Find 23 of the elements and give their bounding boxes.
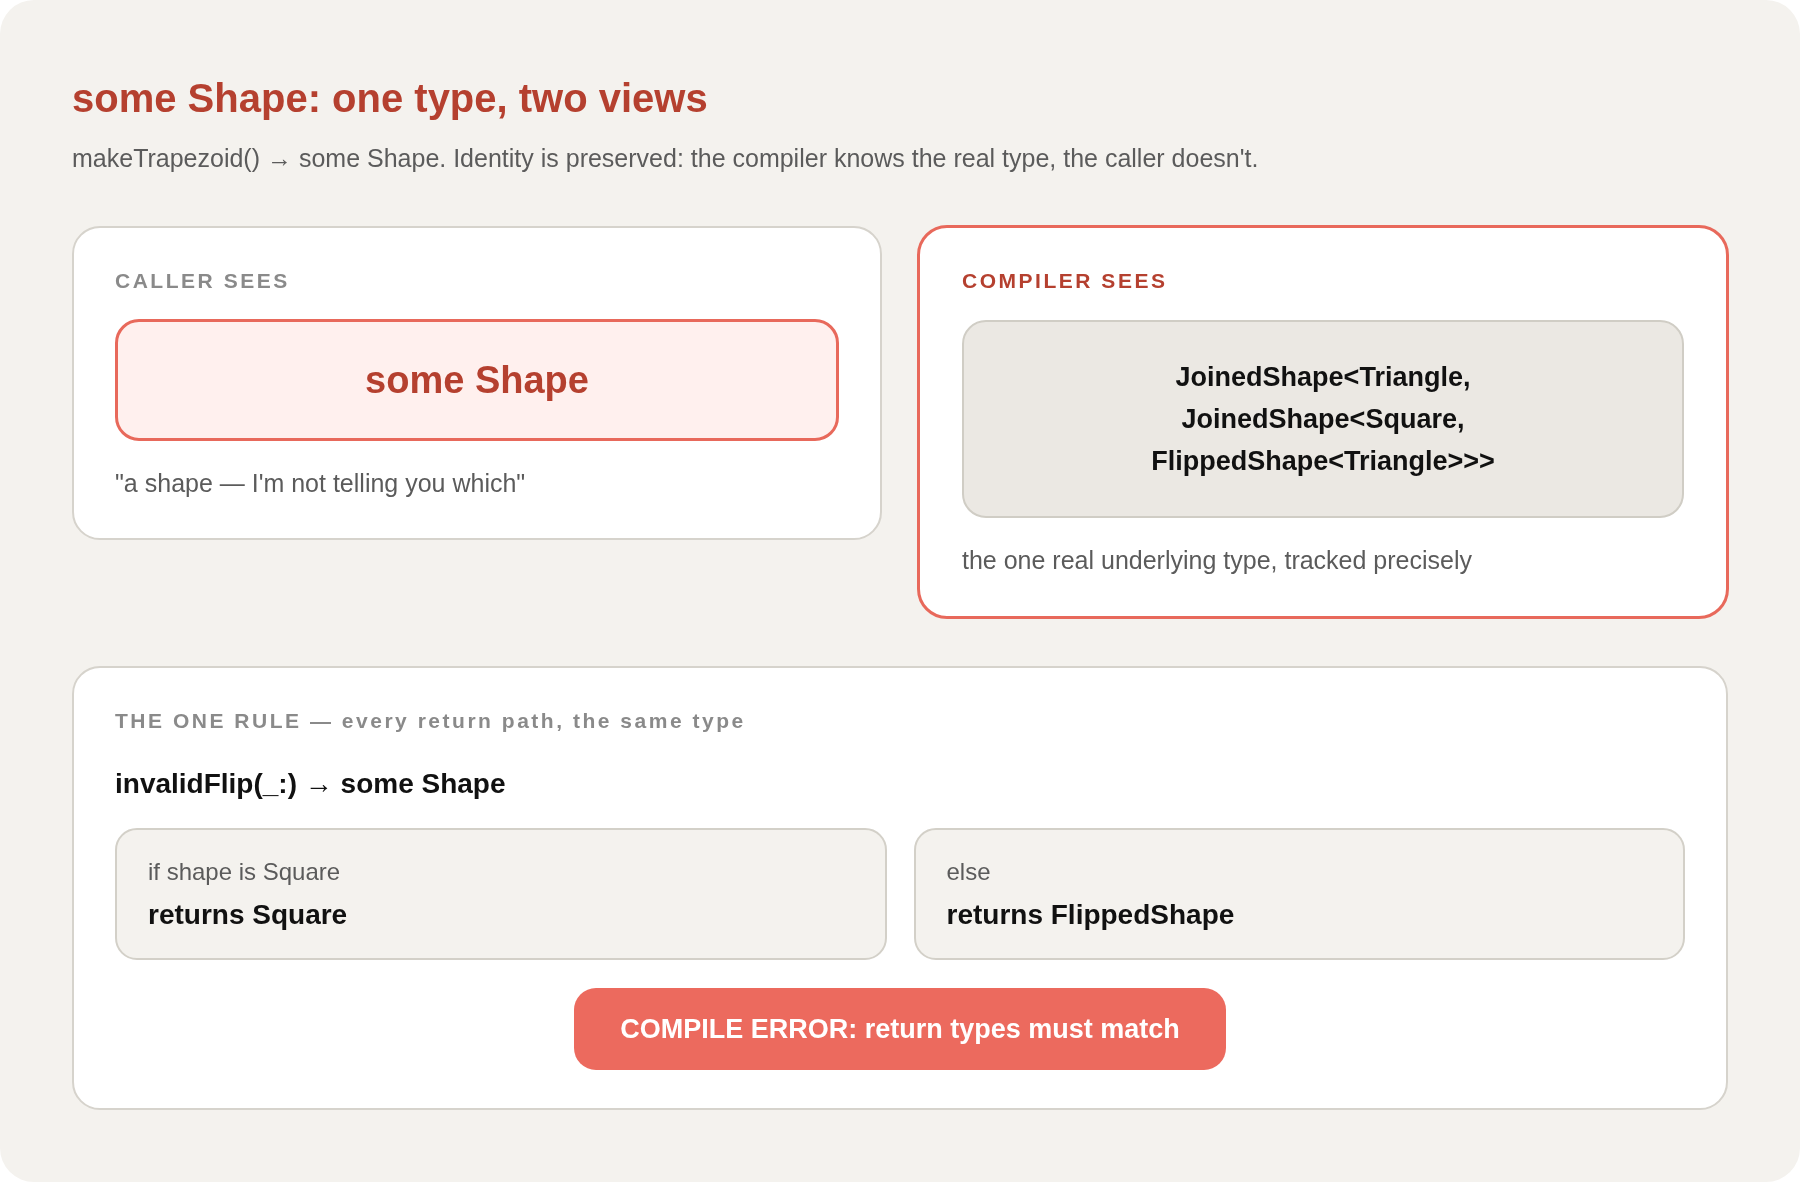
rule-panel xyxy=(72,666,1728,1110)
branch-box xyxy=(115,828,887,960)
branch-condition: if shape is Square xyxy=(148,857,341,887)
opaque-type-box xyxy=(115,319,839,441)
panel-caption: the one real underlying type, tracked precisely xyxy=(962,545,1472,575)
branch-return: returns FlippedShape xyxy=(946,898,1235,932)
type-name: some Shape xyxy=(365,358,589,403)
function-signature: invalidFlip(_:) → some Shape xyxy=(115,767,506,801)
type-name: JoinedShape<Triangle, JoinedShape<Square, FlippedShape<Triangle>>> xyxy=(1150,361,1496,478)
panel-heading: THE ONE RULE — every return path, the same type xyxy=(115,708,746,734)
panel-heading: CALLER SEES xyxy=(115,268,290,294)
error-message: COMPILE ERROR: return types must match xyxy=(620,1013,1180,1046)
branch-condition: else xyxy=(946,857,991,887)
diagram-title: some Shape: one type, two views xyxy=(72,75,708,122)
error-banner xyxy=(574,988,1226,1070)
branch-box xyxy=(913,828,1685,960)
branch-return: returns Square xyxy=(148,898,348,932)
caller-panel xyxy=(72,226,882,540)
panel-caption: "a shape — I'm not telling you which" xyxy=(115,468,526,498)
compiler-panel xyxy=(917,225,1729,619)
concrete-type-box xyxy=(962,320,1684,518)
panel-heading: COMPILER SEES xyxy=(962,268,1168,294)
subtitle-text: makeTrapezoid() → some Shape. Identity is preserved: the compiler knows the real type, the caller doesn't. xyxy=(72,143,1259,173)
